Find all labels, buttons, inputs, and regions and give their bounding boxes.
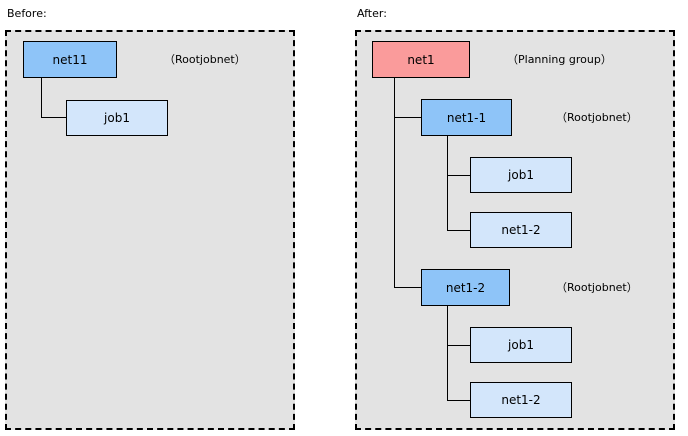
before-connector-vertical (41, 78, 42, 118)
after-net1-2-branch-to-net1-2 (447, 400, 470, 401)
after-node-net1-1[interactable]: net1-1 (421, 99, 512, 136)
after-trunk-branch-to-net1-1 (394, 117, 421, 118)
before-node-net11-label: net11 (52, 52, 88, 67)
after-node-net1-2-net1-2-label: net1-2 (501, 393, 541, 407)
after-node-net1-2-job1-label: job1 (508, 338, 534, 352)
after-node-net1-2-label: net1-2 (445, 280, 486, 295)
before-node-net11[interactable]: net11 (23, 41, 117, 78)
before-panel-caption: Before: (7, 7, 47, 20)
after-node-net1-1-net1-2[interactable]: net1-2 (470, 212, 572, 248)
after-node-net1-label: net1 (407, 52, 435, 67)
after-net1-2-subtree-vertical (447, 306, 448, 401)
before-connector-horizontal (41, 117, 66, 118)
after-node-net1-2[interactable]: net1-2 (421, 269, 510, 306)
after-node-net1-1-label: net1-1 (446, 110, 487, 125)
after-panel-caption: After: (357, 7, 387, 20)
after-net1-1-subtree-vertical (447, 136, 448, 231)
before-panel (5, 30, 295, 430)
after-rootjobnet-annotation-1: （Rootjobnet） (556, 111, 638, 124)
after-net1-1-branch-to-net1-2 (447, 230, 470, 231)
before-node-job1[interactable]: job1 (66, 100, 168, 136)
before-node-job1-label: job1 (104, 111, 130, 125)
after-net1-1-branch-to-job1 (447, 175, 470, 176)
after-node-net1[interactable]: net1 (372, 41, 470, 78)
after-node-net1-1-job1-label: job1 (508, 168, 534, 182)
after-trunk-branch-to-net1-2 (394, 287, 421, 288)
after-node-net1-1-net1-2-label: net1-2 (501, 223, 541, 237)
after-rootjobnet-annotation-2: （Rootjobnet） (556, 281, 638, 294)
before-rootjobnet-annotation: （Rootjobnet） (164, 53, 246, 66)
after-net1-2-branch-to-job1 (447, 345, 470, 346)
after-node-net1-2-net1-2[interactable]: net1-2 (470, 382, 572, 418)
after-node-net1-1-job1[interactable]: job1 (470, 157, 572, 193)
after-node-net1-2-job1[interactable]: job1 (470, 327, 572, 363)
after-trunk-vertical (394, 78, 395, 288)
after-planning-group-annotation: （Planning group） (507, 53, 612, 66)
